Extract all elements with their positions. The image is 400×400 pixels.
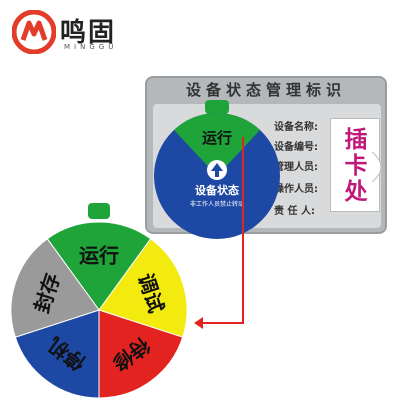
wheel-segment-5 <box>10 238 100 338</box>
dial-tab <box>205 100 229 114</box>
field-device-id: 设备编号: <box>274 142 318 153</box>
card-insert-slot[interactable]: 插 卡 处 <box>330 118 380 212</box>
slot-text-1: 插 <box>344 127 368 153</box>
wheel-tab <box>88 203 110 219</box>
slot-text-2: 卡 <box>344 153 368 179</box>
field-responsible: 责 任 人: <box>274 206 315 217</box>
arrow-head <box>194 317 203 329</box>
wheel-segment-4 <box>14 309 100 399</box>
wheel-segment-1 <box>46 221 152 311</box>
dial-text: 设备状态 <box>195 183 239 197</box>
field-manager: 管理人员: <box>274 162 318 173</box>
field-operator: 操作人员: <box>274 184 318 195</box>
brand-logo: 鸣固 MINGGU <box>12 10 132 54</box>
brand-name-en: MINGGU <box>64 43 118 51</box>
dial-subtext: 非工作人员禁止转动 <box>190 200 244 208</box>
slot-text-3: 处 <box>344 179 368 205</box>
slot-notch <box>372 152 382 182</box>
wheel-segment-2 <box>98 238 188 338</box>
wheel-segment-3 <box>98 309 184 399</box>
pointer-arrow <box>194 137 244 329</box>
wheel-label-1: 运行 <box>79 243 119 267</box>
dial-window-label: 运行 <box>202 129 232 147</box>
dial-window <box>174 113 260 176</box>
field-device-name: 设备名称: <box>274 122 318 133</box>
brand-name-cn: 鸣固 <box>60 18 117 48</box>
card-title: 设备状态管理标识 <box>185 81 346 99</box>
status-dial[interactable]: 运行 设备状态 非工作人员禁止转动 <box>154 100 280 239</box>
brand-mark-icon <box>12 10 56 54</box>
